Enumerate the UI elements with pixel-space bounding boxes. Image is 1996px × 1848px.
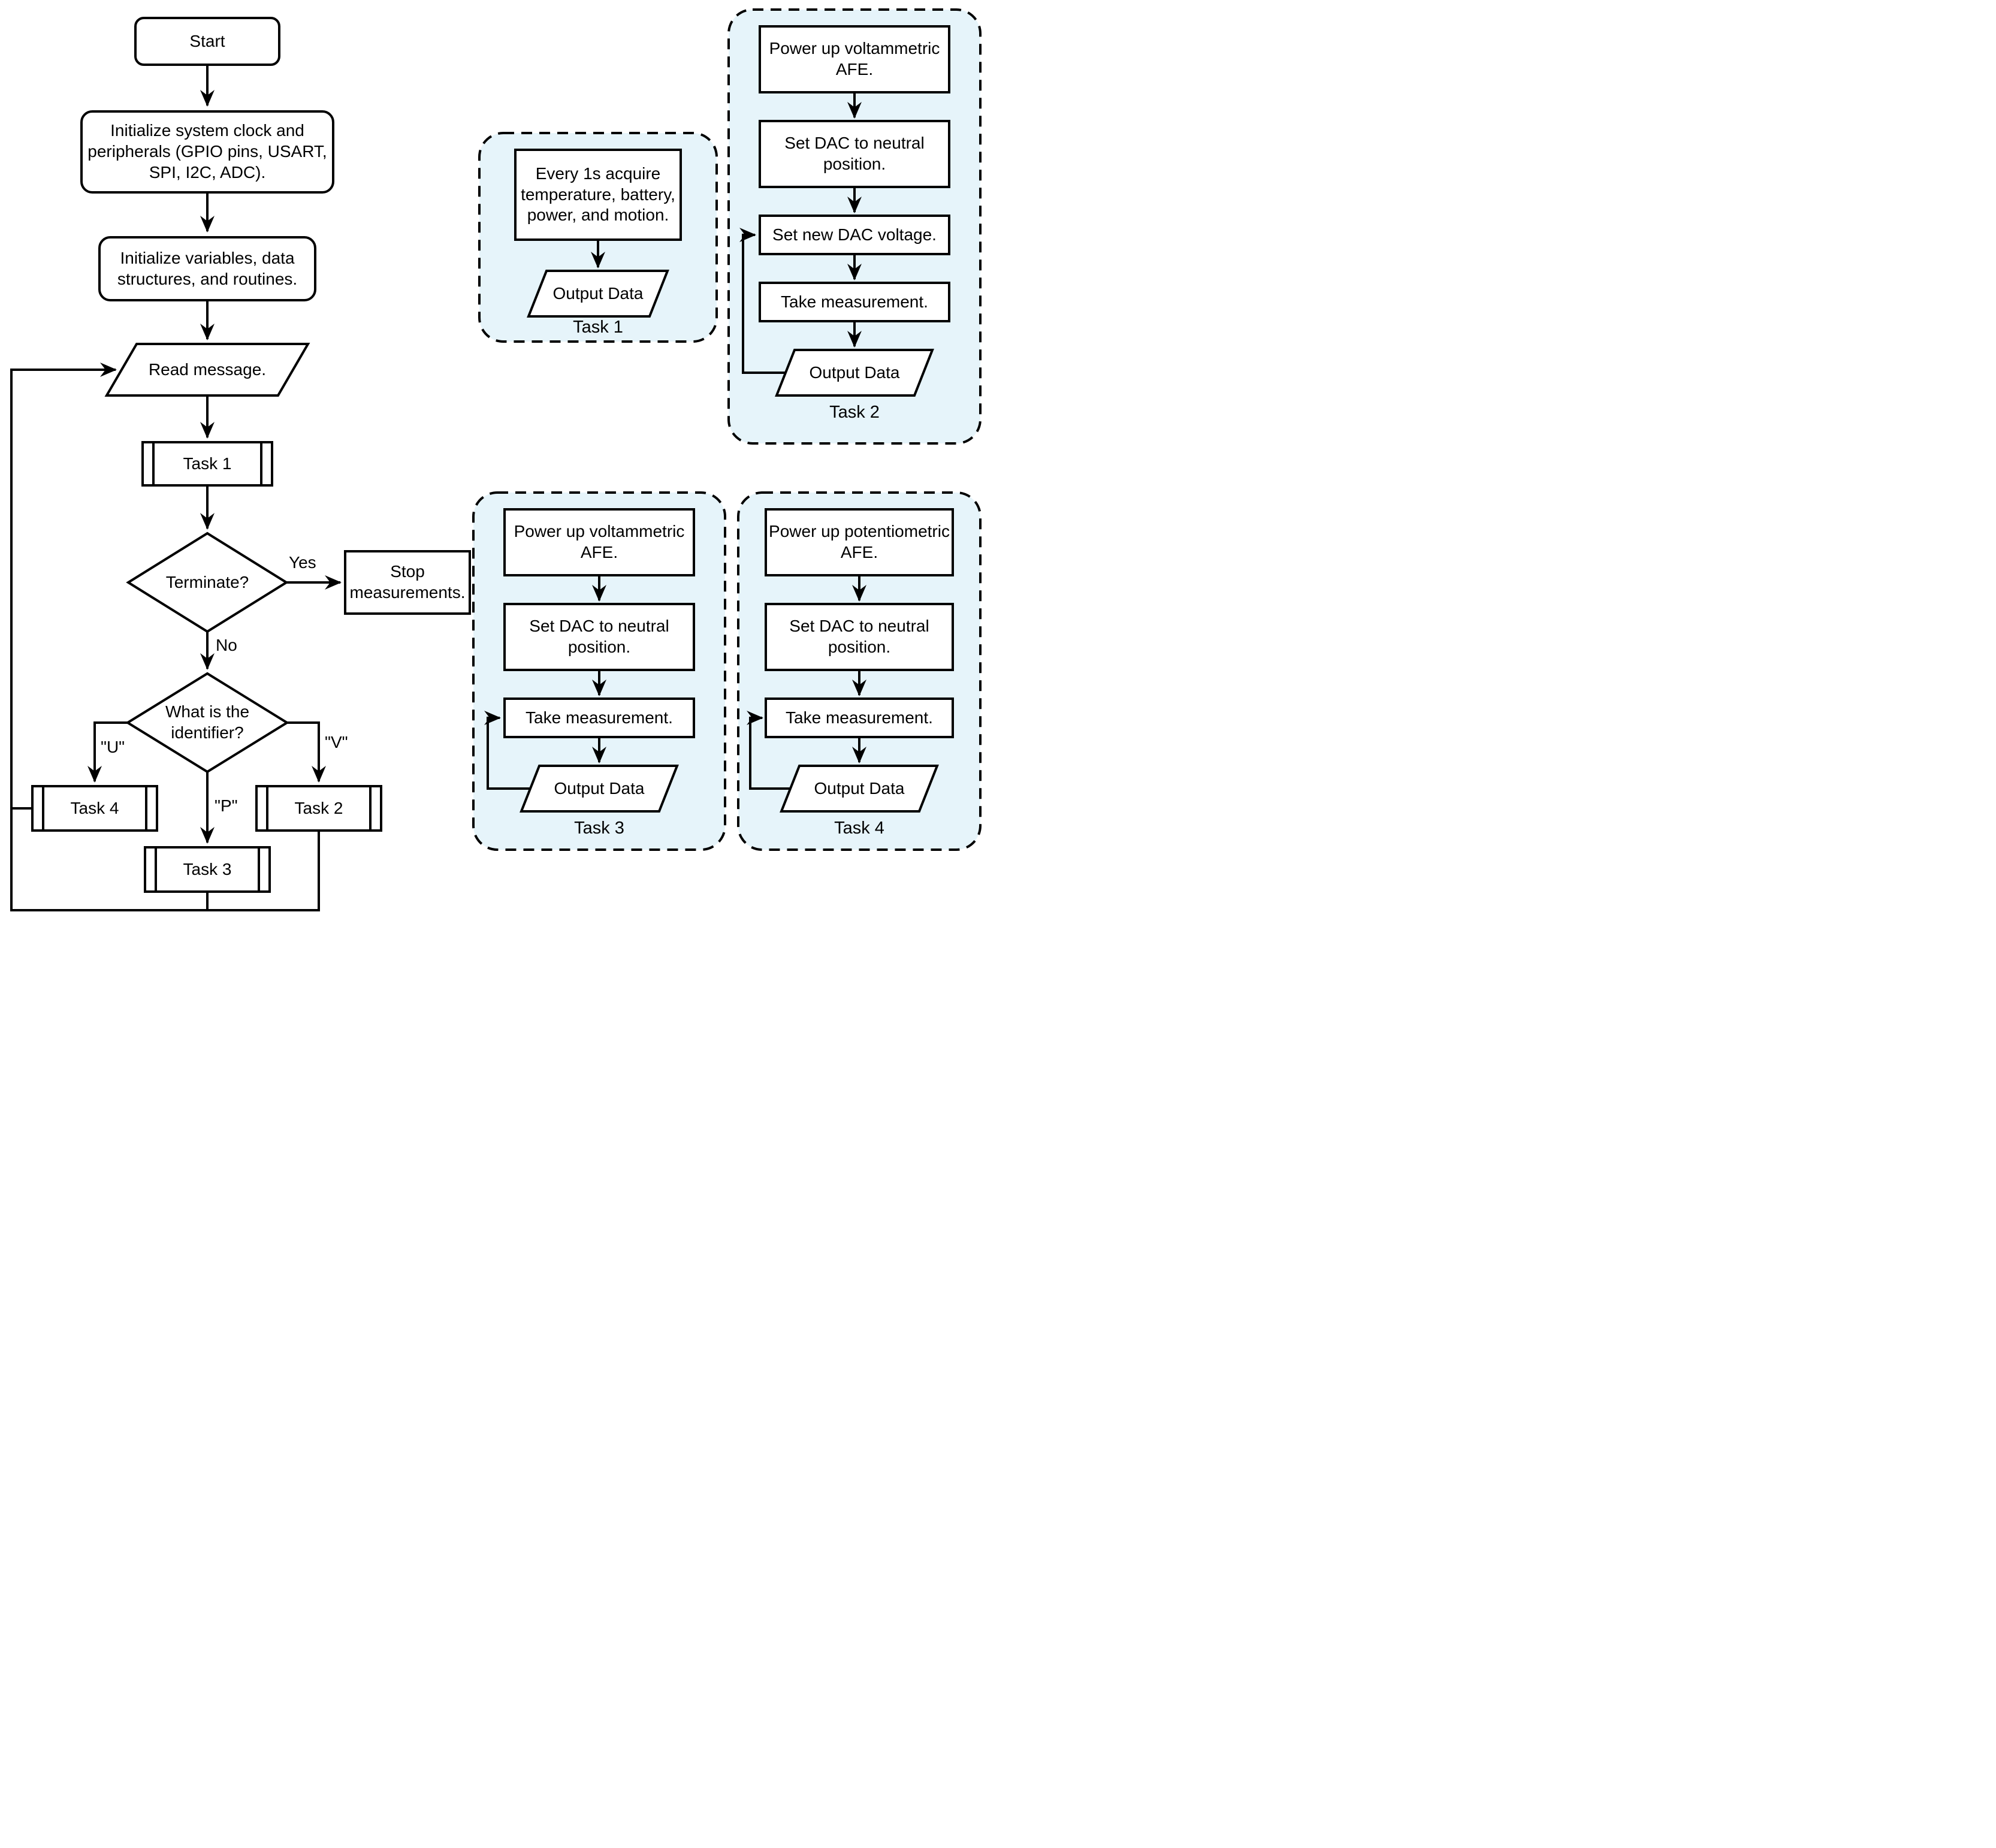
t3-powerup-label: Power up voltammetric AFE. <box>514 522 685 561</box>
t1-panel-title: Task 1 <box>573 318 623 337</box>
t4-setdac-label: Set DAC to neutral position. <box>789 617 929 656</box>
t4-feedback-loop <box>747 711 790 790</box>
identifier-label: What is the identifier? <box>165 702 250 742</box>
t2-setdac-node <box>759 120 950 188</box>
task1-call-node <box>141 441 273 487</box>
read-message-node <box>104 343 310 397</box>
t2-panel-title: Task 2 <box>829 403 880 422</box>
t1-acquire-node <box>514 149 682 241</box>
yes-label: Yes <box>289 553 316 572</box>
arrow-v-to-task2 <box>287 721 326 783</box>
task2-call-label: Task 2 <box>294 798 343 817</box>
t4-panel-title: Task 4 <box>834 819 884 838</box>
stop-measurements-node <box>344 550 471 615</box>
arrow-u-to-task4 <box>87 721 128 783</box>
identifier-decision-node <box>125 672 289 774</box>
t1-output-label: Output Data <box>552 283 644 303</box>
task3-call-label: Task 3 <box>183 859 232 878</box>
t4-measure-node <box>765 697 954 738</box>
start-label: Start <box>189 31 225 50</box>
t1-output-node <box>527 270 669 318</box>
rail-loop-to-readmsg <box>10 363 320 911</box>
read-message-label: Read message. <box>148 360 267 379</box>
t2-setdac-label: Set DAC to neutral position. <box>784 134 925 173</box>
t3-panel-title: Task 3 <box>574 819 624 838</box>
task1-call-label: Task 1 <box>183 454 232 473</box>
t2-powerup-node <box>759 25 950 93</box>
t3-measure-label: Take measurement. <box>526 708 673 727</box>
t4-measure-label: Take measurement. <box>786 708 933 727</box>
t2-feedback-loop <box>739 228 786 374</box>
t2-output-label: Output Data <box>809 363 900 382</box>
t2-measure-label: Take measurement. <box>781 292 928 311</box>
branch-v-label: "V" <box>325 733 348 751</box>
t3-measure-node <box>503 697 695 738</box>
init-clock-label: Initialize system clock and peripherals … <box>87 121 327 182</box>
flowchart-canvas: Start Initialize system clock and periph… <box>0 0 998 924</box>
t3-output-label: Output Data <box>554 778 645 798</box>
t4-output-node <box>780 765 939 813</box>
t4-output-label: Output Data <box>814 778 905 798</box>
task4-call-label: Task 4 <box>70 798 119 817</box>
t3-powerup-node <box>503 508 695 576</box>
task2-call-node <box>255 785 382 832</box>
t4-powerup-node <box>765 508 954 576</box>
t1-acquire-label: Every 1s acquire temperature, battery, p… <box>521 164 675 225</box>
branch-u-label: "U" <box>101 738 125 756</box>
t2-powerup-label: Power up voltammetric AFE. <box>769 39 940 78</box>
branch-p-label: "P" <box>215 796 238 815</box>
terminate-decision-node <box>126 532 289 633</box>
t3-setdac-label: Set DAC to neutral position. <box>529 617 669 656</box>
init-clock-node <box>80 110 334 194</box>
task3-call-node <box>144 846 271 893</box>
t2-output-node <box>775 349 934 397</box>
no-label: No <box>216 636 237 654</box>
init-vars-label: Initialize variables, data structures, a… <box>117 248 298 288</box>
start-node <box>134 17 280 66</box>
t4-powerup-label: Power up potentiometric AFE. <box>769 522 950 561</box>
t3-output-node <box>520 765 679 813</box>
stop-measurements-label: Stop measurements. <box>349 562 466 602</box>
flowchart-shapes <box>10 8 982 911</box>
terminate-label: Terminate? <box>165 572 249 591</box>
t3-feedback-loop <box>484 711 530 790</box>
task4-call-node <box>31 785 158 832</box>
init-vars-node <box>98 236 316 301</box>
t2-newvoltage-label: Set new DAC voltage. <box>772 225 937 244</box>
